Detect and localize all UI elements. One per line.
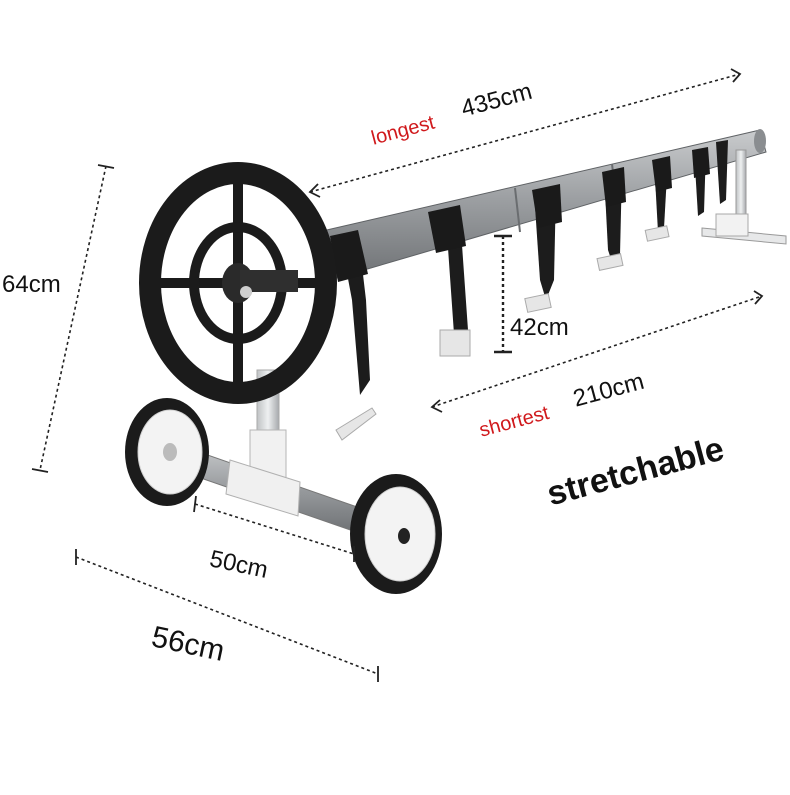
height-total-label: 64cm	[2, 271, 61, 298]
axle-width-dimension-line	[194, 503, 355, 555]
left-wheel	[125, 398, 209, 506]
dimension-lines	[39, 73, 763, 675]
height-total-dimension-line	[39, 165, 107, 471]
dimension-arrowheads	[31, 68, 764, 682]
shortest-dimension-line	[431, 295, 763, 408]
pole-height-dimension	[494, 234, 512, 354]
right-end-bracket	[701, 149, 787, 245]
hand-wheel	[139, 162, 337, 404]
strap-bands	[330, 147, 710, 282]
right-wheel	[350, 474, 442, 594]
longest-dimension-line	[309, 73, 741, 193]
pole-height-label: 42cm	[510, 314, 569, 341]
